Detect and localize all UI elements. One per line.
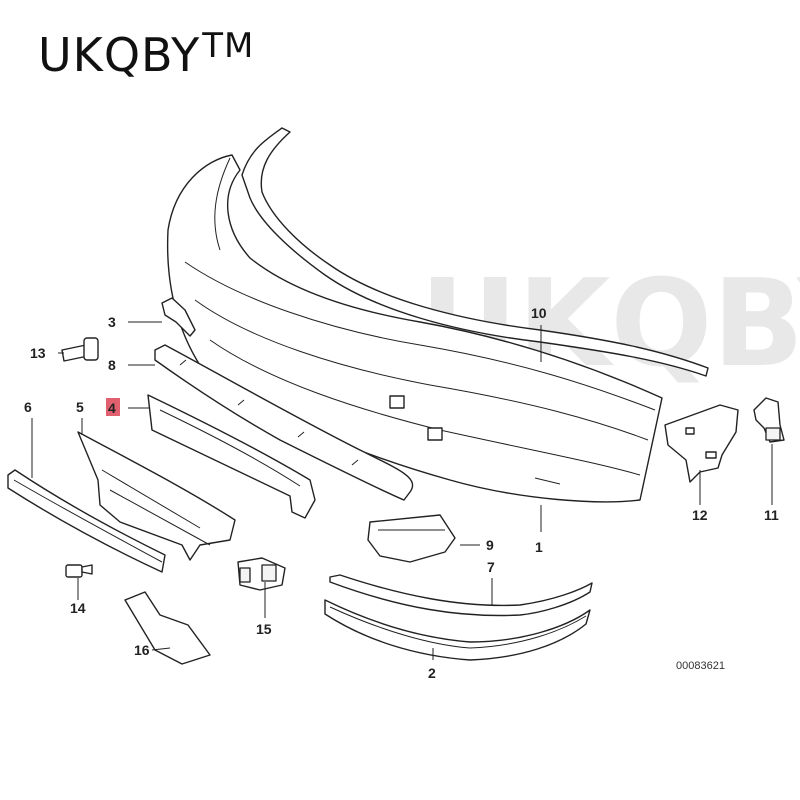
callout-14: 14 [70,600,86,616]
callout-16: 16 [134,642,150,658]
side-bracket-part [664,404,739,483]
callout-15: 15 [256,621,272,637]
callout-5: 5 [76,399,84,415]
small-bracket-part [161,297,196,337]
brand-logo: UKQBYTM [38,26,255,82]
callout-4: 4 [108,400,116,416]
callout-7: 7 [487,559,495,575]
latch-part [237,557,286,591]
callout-12: 12 [692,507,708,523]
callout-8: 8 [108,357,116,373]
clip-part [753,397,785,443]
bumper-seal-part [241,127,709,377]
callout-11: 11 [764,507,779,523]
callout-1: 1 [535,539,543,555]
brand-name: UKQBY [38,28,201,82]
callout-13: 13 [30,345,46,361]
callout-3: 3 [108,314,116,330]
frame-part [77,431,236,561]
diagram-code: 00083621 [676,660,725,672]
callout-10: 10 [531,305,547,321]
callout-2: 2 [428,665,436,681]
lower-trim-part [324,599,591,661]
leader-lines [31,321,773,660]
air-duct-part [367,514,456,563]
callout-6: 6 [24,399,32,415]
fastener-part [65,564,93,578]
grille-part [147,394,316,519]
upper-trim-part [329,574,593,617]
bolt-part [61,337,99,362]
callout-4-highlight [106,398,120,416]
callout-9: 9 [486,537,494,553]
brand-tm: TM [202,26,255,66]
trim-strip-part [7,469,166,573]
support-strip-part [154,344,414,501]
guide-part [124,591,211,665]
